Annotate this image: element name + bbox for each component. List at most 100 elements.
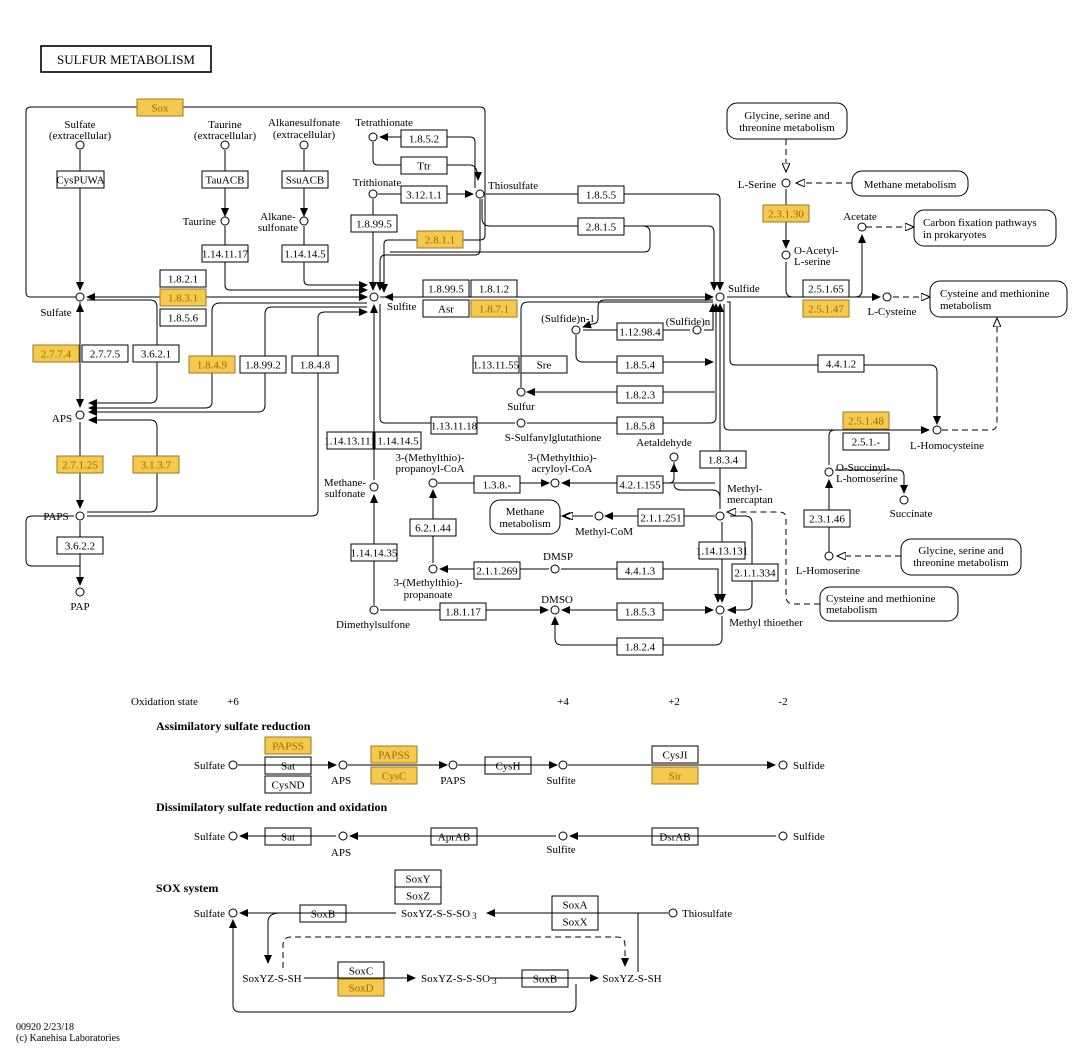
enzyme-e1-8-3-4-box[interactable]: [699, 450, 747, 469]
enzyme-e1-3-8[interactable]: 1.3.8.-: [473, 475, 521, 494]
enzyme-e2-1-1-334[interactable]: 2.1.1.334: [731, 563, 779, 582]
enzyme-e4-2-1-155-box[interactable]: [616, 475, 664, 494]
node-dimethylsulfone[interactable]: [369, 605, 379, 615]
enzyme-e3-6-2-1-box[interactable]: [132, 344, 180, 363]
enzyme-cyspuwa[interactable]: CysPUWA: [56, 170, 105, 189]
enzyme-e1-8-4-9[interactable]: 1.8.4.9: [188, 355, 236, 374]
node-methylthio-acryloyl-coa[interactable]: [550, 478, 560, 488]
enzyme-e1-8-2-3-box[interactable]: [616, 385, 664, 404]
enzyme-e1-8-3-4[interactable]: 1.8.3.4: [699, 450, 747, 469]
enzyme-ttr[interactable]: Ttr: [400, 156, 448, 175]
enzyme-e1-8-4-8[interactable]: 1.8.4.8: [291, 355, 339, 374]
enzyme-e2-5-1-65[interactable]: 2.5.1.65: [802, 279, 850, 298]
enzyme-e1-14-14-5[interactable]: 1.14.14.5: [281, 244, 329, 263]
node-sulfide-n[interactable]: [692, 325, 702, 335]
legend-enzyme-assimilatory-papss1-box[interactable]: [264, 736, 312, 755]
enzyme-e2-8-1-5[interactable]: 2.8.1.5: [577, 217, 625, 236]
enzyme-e1-14-13-111-box[interactable]: [326, 431, 374, 450]
enzyme-ttr-box[interactable]: [400, 156, 448, 175]
enzyme-e1-8-5-6[interactable]: 1.8.5.6: [159, 308, 207, 327]
enzyme-e1-8-1-17-box[interactable]: [439, 602, 487, 621]
enzyme-e1-14-14-5-b-box[interactable]: [374, 431, 422, 450]
dis-node-sulfate[interactable]: [228, 831, 238, 841]
enzyme-asr[interactable]: Asr: [422, 299, 470, 318]
enzyme-e1-8-2-1-box[interactable]: [159, 269, 207, 288]
node-thiosulfate[interactable]: [475, 189, 485, 199]
node-sulfide-n1[interactable]: [571, 325, 581, 335]
node-aetaldehyde[interactable]: [669, 452, 679, 462]
node-o-succinyl-l-homoserine[interactable]: [824, 467, 834, 477]
asm-node-sulfite[interactable]: [558, 760, 568, 770]
enzyme-e2-3-1-46[interactable]: 2.3.1.46: [803, 509, 851, 528]
enzyme-e2-1-1-269[interactable]: 2.1.1.269: [473, 561, 521, 580]
sox-node-sulfate[interactable]: [228, 908, 238, 918]
dis-node-sulfite[interactable]: [558, 831, 568, 841]
map-methane-metabolism-top[interactable]: [851, 170, 969, 197]
node-taurine-ext[interactable]: [220, 140, 230, 150]
legend-enzyme-assimilatory-cysji[interactable]: CysJI: [651, 745, 699, 764]
node-dmsp[interactable]: [550, 564, 560, 574]
enzyme-e1-12-98-4-box[interactable]: [616, 322, 664, 341]
legend-enzyme-sox-soxz-box[interactable]: [394, 886, 442, 905]
enzyme-e2-7-7-4[interactable]: 2.7.7.4: [32, 344, 80, 363]
map-methane-metabolism-mid[interactable]: [489, 499, 561, 535]
enzyme-e1-8-99-2[interactable]: 1.8.99.2: [239, 355, 287, 374]
enzyme-e1-8-3-1-box[interactable]: [159, 288, 207, 307]
legend-enzyme-assimilatory-sir[interactable]: Sir: [651, 766, 699, 785]
enzyme-e6-2-1-44[interactable]: 6.2.1.44: [409, 518, 457, 537]
enzyme-tauacb-box[interactable]: [201, 170, 249, 189]
enzyme-e2-7-7-4-box[interactable]: [32, 344, 80, 363]
enzyme-e3-1-3-7[interactable]: 3.1.3.7: [132, 455, 180, 474]
node-methanesulfonate[interactable]: [369, 482, 379, 492]
legend-enzyme-assimilatory-cysnd-box[interactable]: [264, 775, 312, 794]
enzyme-e1-8-99-5-b[interactable]: 1.8.99.5: [422, 279, 470, 298]
node-sulfide[interactable]: [715, 292, 725, 302]
node-l-cysteine[interactable]: [882, 292, 892, 302]
enzyme-e2-8-1-1-box[interactable]: [416, 230, 464, 249]
node-acetate[interactable]: [857, 222, 867, 232]
enzyme-e1-8-7-1[interactable]: 1.8.7.1: [470, 299, 518, 318]
legend-enzyme-assimilatory-papss1[interactable]: PAPSS: [264, 736, 312, 755]
enzyme-e2-5-1-box[interactable]: [842, 432, 890, 451]
enzyme-e2-1-1-334-box[interactable]: [731, 563, 779, 582]
enzyme-e4-4-1-3[interactable]: 4.4.1.3: [616, 561, 664, 580]
enzyme-e1-8-2-1[interactable]: 1.8.2.1: [159, 269, 207, 288]
enzyme-sre[interactable]: Sre: [520, 355, 568, 374]
node-sulfur[interactable]: [516, 387, 526, 397]
dis-node-sulfide[interactable]: [778, 831, 788, 841]
node-paps[interactable]: [75, 511, 85, 521]
enzyme-e1-8-99-5-a[interactable]: 1.8.99.5: [350, 214, 398, 233]
enzyme-e3-6-2-2[interactable]: 3.6.2.2: [56, 536, 104, 555]
node-alkanesulfonate-ext[interactable]: [299, 140, 309, 150]
node-methylthio-propanoate[interactable]: [428, 564, 438, 574]
enzyme-e2-1-1-251[interactable]: 2.1.1.251: [637, 508, 685, 527]
enzyme-e2-5-1-65-box[interactable]: [802, 279, 850, 298]
enzyme-e1-14-13-131-box[interactable]: [698, 541, 746, 560]
enzyme-e1-8-5-4-box[interactable]: [616, 355, 664, 374]
enzyme-e1-8-5-4[interactable]: 1.8.5.4: [616, 355, 664, 374]
enzyme-e1-8-2-4-box[interactable]: [616, 637, 664, 656]
node-taurine[interactable]: [220, 216, 230, 226]
enzyme-ssuacb-box[interactable]: [281, 170, 329, 189]
enzyme-e2-7-1-25[interactable]: 2.7.1.25: [56, 455, 104, 474]
node-sulfite[interactable]: [369, 292, 379, 302]
enzyme-tauacb[interactable]: TauACB: [201, 170, 249, 189]
node-l-homoserine[interactable]: [824, 551, 834, 561]
node-pap[interactable]: [75, 587, 85, 597]
enzyme-e6-2-1-44-box[interactable]: [409, 518, 457, 537]
enzyme-e1-8-5-2-box[interactable]: [400, 129, 448, 148]
enzyme-e1-8-99-2-box[interactable]: [239, 355, 287, 374]
legend-enzyme-assimilatory-sir-box[interactable]: [651, 766, 699, 785]
legend-enzyme-sox-soxc[interactable]: SoxC: [337, 961, 385, 980]
map-cysteine-methionine-top[interactable]: [929, 280, 1068, 318]
node-tetrathionate[interactable]: [368, 132, 378, 142]
legend-enzyme-sox-soxa[interactable]: SoxA: [551, 895, 599, 914]
enzyme-e1-14-11-17-box[interactable]: [201, 244, 249, 263]
enzyme-e2-5-1-48-box[interactable]: [842, 411, 890, 430]
enzyme-e3-1-3-7-box[interactable]: [132, 455, 180, 474]
enzyme-e1-14-14-35-box[interactable]: [350, 543, 398, 562]
node-sulfate-ext[interactable]: [75, 140, 85, 150]
enzyme-e1-8-5-8-box[interactable]: [616, 416, 664, 435]
node-l-serine[interactable]: [781, 178, 791, 188]
asm-node-sulfide[interactable]: [778, 760, 788, 770]
